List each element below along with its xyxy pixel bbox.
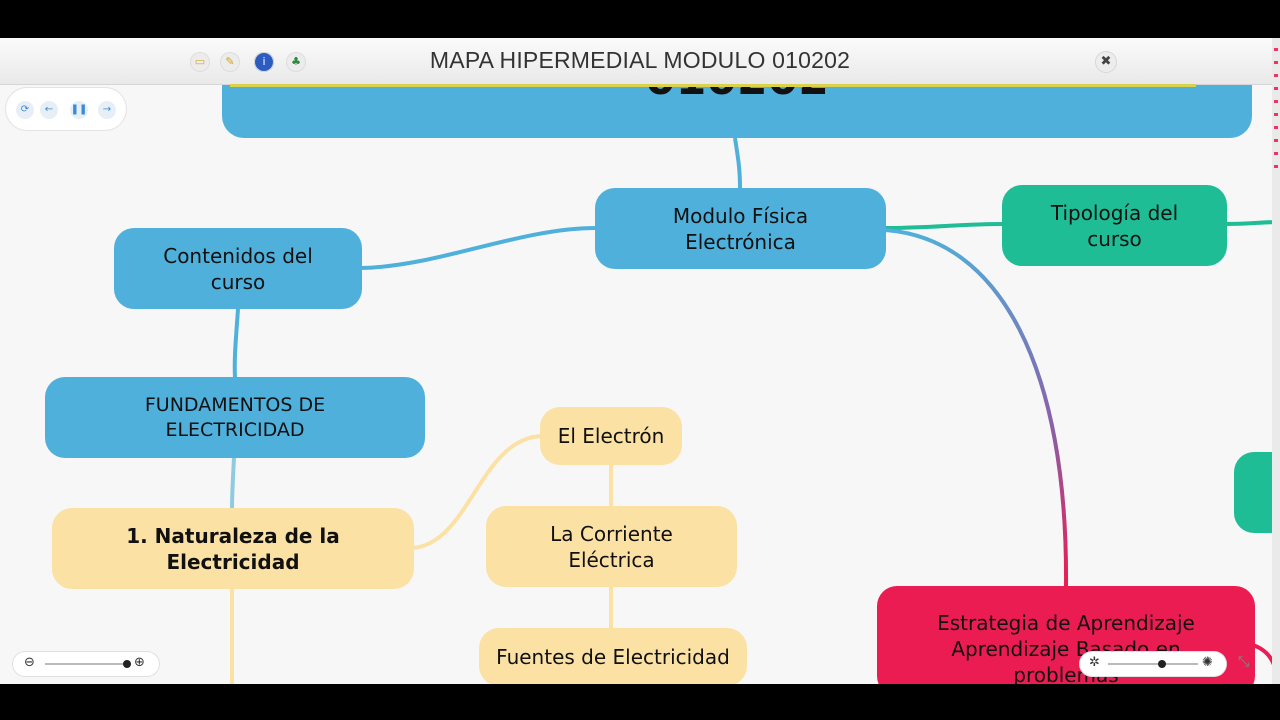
node-contenidos-label: Contenidos del curso	[163, 243, 313, 294]
node-fundamentos-label: FUNDAMENTOS DE ELECTRICIDAD	[144, 393, 326, 441]
refresh-icon[interactable]: ⟳	[16, 101, 34, 119]
info-icon[interactable]: i	[254, 52, 274, 72]
node-modulo-fisica-label: Modulo Física Electrónica	[672, 203, 809, 254]
node-naturaleza[interactable]: 1. Naturaleza de la Electricidad	[52, 508, 414, 589]
zoom-knob[interactable]	[122, 660, 131, 668]
node-fuentes-label: Fuentes de Electricidad	[496, 645, 730, 669]
node-corriente-label: La Corriente Eléctrica	[550, 521, 673, 572]
node-fuentes[interactable]: Fuentes de Electricidad	[479, 628, 747, 684]
node-tipologia[interactable]: Tipología del curso	[1002, 185, 1227, 266]
node-corriente[interactable]: La Corriente Eléctrica	[486, 506, 737, 587]
folder-icon[interactable]: ▭	[190, 52, 210, 72]
zoom-track	[45, 663, 131, 665]
node-modulo-fisica[interactable]: Modulo Física Electrónica	[595, 188, 886, 269]
node-estrategia-label: Estrategia de Aprendizaje Aprendizaje Ba…	[937, 611, 1195, 684]
pause-icon[interactable]: ❚❚	[70, 101, 88, 119]
node-fundamentos[interactable]: FUNDAMENTOS DE ELECTRICIDAD	[45, 377, 425, 458]
spacing-slider[interactable]: ✲ ✺	[1080, 652, 1226, 676]
node-estrategia[interactable]: Estrategia de Aprendizaje Aprendizaje Ba…	[877, 586, 1255, 684]
node-tipologia-label: Tipología del curso	[1050, 200, 1179, 251]
playback-controls: ⟳ ← ❚❚ →	[6, 88, 126, 130]
expand-spacing-icon[interactable]: ✺	[1202, 655, 1213, 670]
node-electron[interactable]: El Electrón	[540, 407, 682, 465]
node-electron-label: El Electrón	[557, 424, 665, 448]
window-title: MAPA HIPERMEDIAL MODULO 010202	[429, 47, 851, 73]
right-edge-strip	[1272, 38, 1280, 684]
zoom-slider[interactable]: ⊖ ⊕	[13, 652, 159, 676]
node-naturaleza-label: 1. Naturaleza de la Electricidad	[126, 523, 340, 574]
pencil-icon[interactable]: ✎	[220, 52, 240, 72]
zoom-out-icon[interactable]: ⊖	[24, 655, 35, 670]
back-icon[interactable]: ←	[40, 101, 58, 119]
zoom-in-icon[interactable]: ⊕	[134, 655, 145, 670]
spacing-knob[interactable]	[1158, 660, 1166, 668]
node-contenidos[interactable]: Contenidos del curso	[114, 228, 362, 309]
compact-icon[interactable]: ✲	[1089, 655, 1100, 670]
title-underline	[230, 84, 1196, 87]
window-titlebar: ▭ ✎ i ♣ MAPA HIPERMEDIAL MODULO 010202 ✖	[0, 38, 1280, 85]
fullscreen-icon[interactable]: ⤡	[1238, 654, 1250, 670]
tree-icon[interactable]: ♣	[286, 52, 306, 72]
forward-icon[interactable]: →	[98, 101, 116, 119]
mindmap-canvas[interactable]: 010202 Modulo Física Electrónica Tipolog…	[0, 38, 1280, 684]
spacing-track	[1108, 663, 1198, 665]
close-button[interactable]: ✖	[1095, 51, 1117, 73]
